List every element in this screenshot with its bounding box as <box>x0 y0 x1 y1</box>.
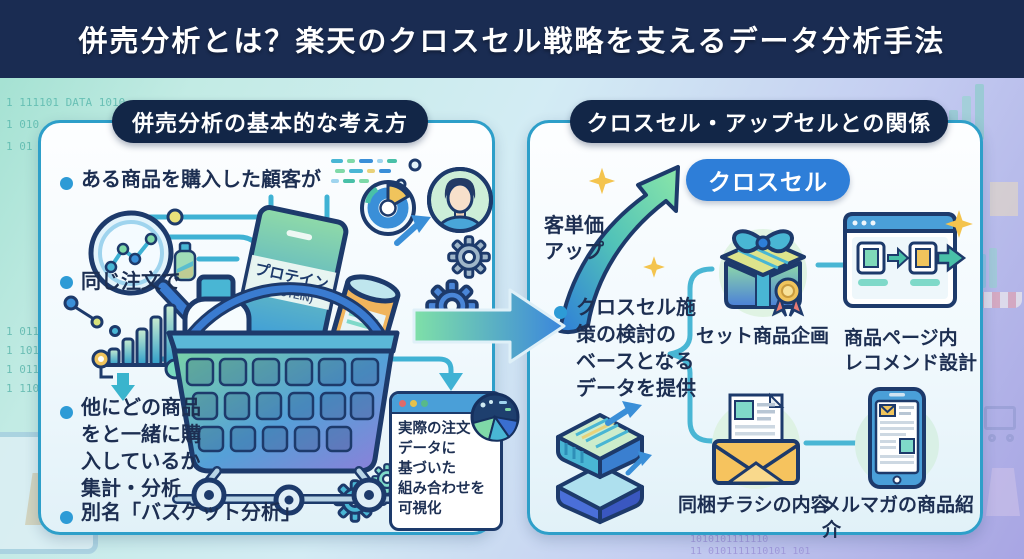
item-label-recommend: 商品ページ内 レコメンド設計 <box>844 328 978 374</box>
pie-badge-icon <box>470 392 520 442</box>
pie-chart-icon <box>360 180 416 236</box>
rosette-ribbon <box>771 293 788 317</box>
gift-box-icon <box>719 229 807 317</box>
panel-transition-arrow <box>412 288 566 364</box>
envelope-flyer-icon <box>712 392 800 489</box>
sparkle-icon <box>588 167 616 195</box>
bullet-dot <box>60 177 73 190</box>
item-label-flyer: 同梱チラシの内容 <box>678 495 830 516</box>
right-panel: クロスセル 客単価 アップ クロスセル施 策の検討の ベースとなる データを提供… <box>527 120 983 541</box>
gear-icon <box>447 235 491 279</box>
database-stack-icon <box>556 401 652 524</box>
db-growth-arrows <box>605 401 652 476</box>
bullet-basket-analysis-alias: 別名「バスケット分析」 <box>81 502 301 524</box>
smartphone-mail-icon <box>855 387 939 489</box>
growth-arrow-icon <box>558 165 680 335</box>
right-panel-title: クロスセル・アップセルとの関係 <box>570 100 948 143</box>
cart-deco <box>984 406 1016 430</box>
window-dot-yellow <box>410 399 417 407</box>
down-arrow-to-card-icon <box>439 373 463 391</box>
unit-price-up-label: 客単価 アップ <box>544 215 604 263</box>
db-slab-bottom <box>556 463 644 524</box>
cross-sell-badge: クロスセル <box>686 159 850 201</box>
cart-wheel-deco <box>988 434 996 442</box>
page-title: 併売分析とは？楽天のクロスセル戦略を支えるデータ分析手法 <box>78 26 946 58</box>
bullet-same-order: 同じ注文で <box>81 271 181 293</box>
shopping-bag-deco <box>990 182 1018 216</box>
down-arrow-icon <box>117 373 129 385</box>
bullet-dot <box>60 406 73 419</box>
window-dot-red <box>399 399 406 407</box>
up-arrow-icon <box>394 215 431 246</box>
cart-wheel-deco-2 <box>1006 434 1014 442</box>
bullet-dot <box>60 511 73 524</box>
bullet-customer: ある商品を購入した顧客が <box>81 169 321 191</box>
cart-frame <box>172 466 402 516</box>
binary-data-text-bottom: 1010101111110 11 0101111110101 101 <box>690 534 811 557</box>
bar-chart-icon <box>91 303 186 401</box>
shopping-basket-illustration: プロテイン (PROTEIN) サプリメント (SUPPLEMENTS) <box>166 205 402 516</box>
db-slab-top <box>556 413 644 479</box>
item-label-newsletter: メルマガの商品紹介 <box>822 495 975 541</box>
bullet-dot <box>554 306 567 319</box>
protein-pouch: プロテイン (PROTEIN) <box>233 205 349 352</box>
left-panel: ある商品を購入した顧客が 同じ注文で 他にどの商品 をと一緒に購 入しているか … <box>38 120 520 535</box>
product-page-icon <box>843 212 967 308</box>
storefront-awning-deco <box>976 292 1022 308</box>
bullet-dot <box>60 276 73 289</box>
window-dot-green <box>421 399 428 407</box>
result-card-text: 実際の注文 データに 基づいた 組み合わせを 可視化 <box>398 421 485 517</box>
sparkle-icon <box>643 256 665 278</box>
paper-bag-deco <box>986 468 1020 516</box>
sparkle-icon <box>945 210 973 238</box>
bullet-aggregate-analyze: 他にどの商品 をと一緒に購 入しているか 集計・分析 <box>81 397 201 500</box>
customer-avatar <box>427 167 493 233</box>
bullet-cross-sell-data: クロスセル施 策の検討の ベースとなる データを提供 <box>576 297 696 400</box>
left-panel-title: 併売分析の基本的な考え方 <box>112 100 428 143</box>
header-banner: 併売分析とは？楽天のクロスセル戦略を支えるデータ分析手法 <box>0 0 1024 78</box>
item-label-set-product: セット商品企画 <box>696 326 830 347</box>
